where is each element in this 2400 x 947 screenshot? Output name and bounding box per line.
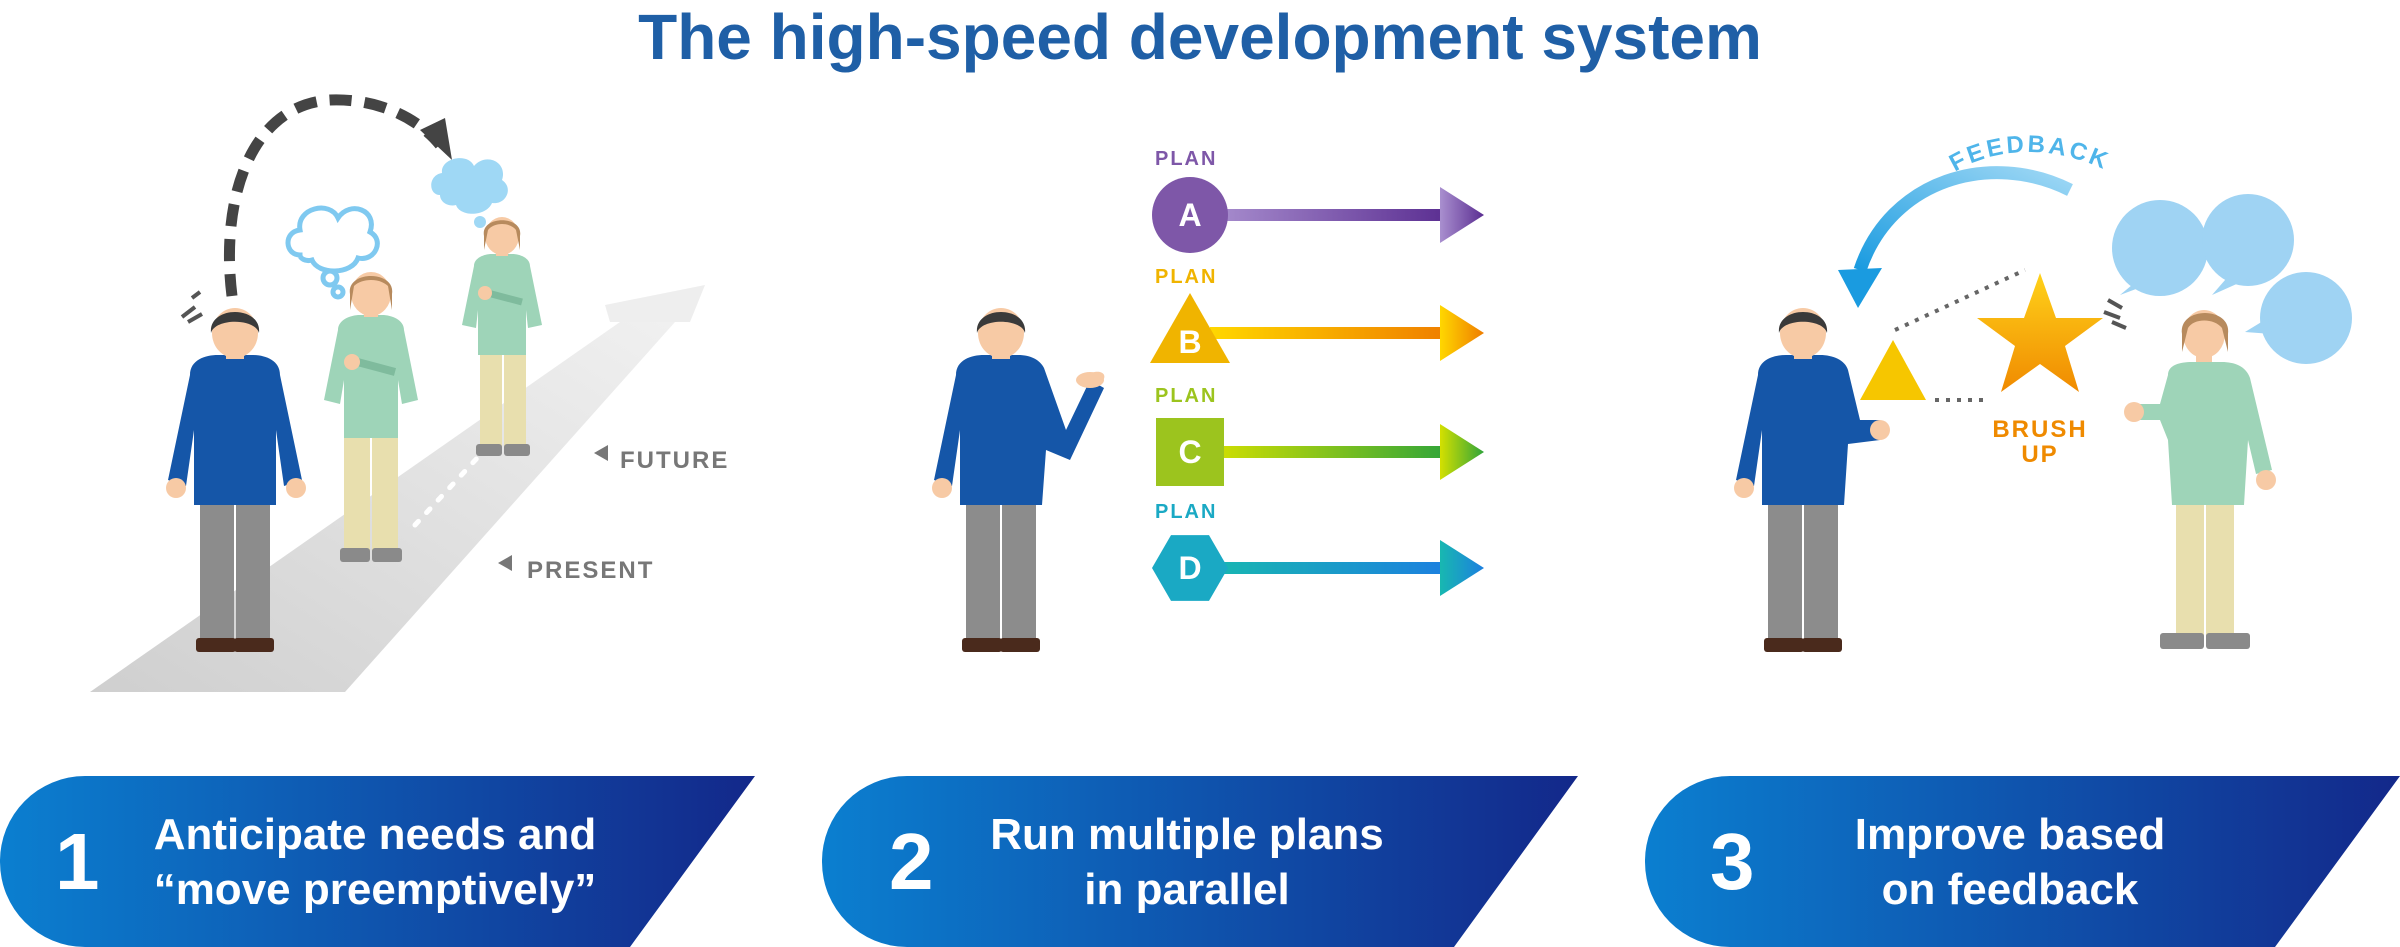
step-number: 2	[889, 817, 934, 906]
step-banner-3: 3 Improve based on feedback	[1645, 776, 2400, 947]
plan-circle-icon	[1152, 177, 1228, 253]
emphasis-marks	[180, 290, 203, 324]
speech-bubbles-icon	[2112, 194, 2352, 364]
step-text: Anticipate needs and “move preemptively”	[135, 776, 615, 947]
step-number: 3	[1710, 817, 1755, 906]
present-label: PRESENT	[527, 557, 654, 584]
star-icon	[1977, 273, 2103, 392]
step-text-line-1: Run multiple plans	[990, 809, 1384, 859]
man-feedback	[1734, 308, 1890, 652]
plan-row-a: PLAN A	[1152, 148, 1484, 253]
plan-label: PLAN	[1155, 501, 1217, 523]
woman-feedback	[2124, 310, 2276, 649]
plan-row-d: PLAN D	[1152, 501, 1484, 601]
plan-arrowhead-icon	[1440, 305, 1484, 361]
step-text-line-1: Improve based	[1854, 809, 2166, 859]
brush-up-label-1: BRUSH	[1992, 416, 2087, 443]
plan-arrowhead-icon	[1440, 424, 1484, 480]
step-text: Run multiple plans in parallel	[972, 776, 1402, 947]
step-text-line-2: “move preemptively”	[153, 864, 597, 914]
plan-label: PLAN	[1155, 385, 1217, 407]
plan-row-c: PLAN C	[1155, 385, 1484, 486]
step-text-line-2: on feedback	[1881, 864, 2139, 914]
plan-arrow-shaft	[1210, 209, 1450, 221]
banner-shape	[1645, 776, 2400, 947]
step-number: 1	[55, 817, 100, 906]
step-banner-2: 2 Run multiple plans in parallel	[822, 776, 1582, 947]
emphasis-marks	[2103, 298, 2127, 330]
plan-letter: C	[1178, 434, 1201, 470]
step-text: Improve based on feedback	[1795, 776, 2225, 947]
plan-arrowhead-icon	[1440, 187, 1484, 243]
present-pointer-icon	[498, 555, 512, 571]
path-dots	[412, 452, 483, 528]
feedback-arrowhead-icon	[1838, 268, 1882, 308]
man-presenting	[932, 308, 1105, 652]
woman-future	[462, 217, 542, 456]
woman-middle	[324, 272, 418, 562]
plan-label: PLAN	[1155, 148, 1217, 170]
plan-letter: D	[1178, 550, 1201, 586]
plan-row-b: PLAN B	[1150, 266, 1484, 363]
plan-hexagon-icon	[1152, 535, 1228, 601]
banner-shape	[0, 776, 755, 947]
dotted-link	[1894, 268, 2026, 332]
idea-triangle-icon	[1860, 340, 1926, 400]
banner-shape	[822, 776, 1578, 947]
plans-list: PLAN A PLAN B PLAN C PLAN D	[1150, 148, 1484, 601]
man-present	[166, 308, 306, 652]
plan-arrow-shaft	[1210, 562, 1450, 574]
plan-label: PLAN	[1155, 266, 1217, 288]
page-title: The high-speed development system	[638, 1, 1762, 73]
step-banner-1: 1 Anticipate needs and “move preemptivel…	[0, 776, 760, 947]
future-label: FUTURE	[620, 447, 729, 474]
plan-letter: A	[1178, 197, 1201, 233]
feedback-arrow	[1853, 166, 2073, 273]
step-text-line-1: Anticipate needs and	[153, 809, 597, 859]
plan-arrow-shaft	[1210, 327, 1450, 339]
plan-square-icon	[1156, 418, 1224, 486]
step-text-line-2: in parallel	[1084, 864, 1290, 914]
plan-arrowhead-icon	[1440, 540, 1484, 596]
anticipation-arrow	[224, 94, 445, 297]
brush-up-label-2: UP	[2021, 441, 2058, 468]
plan-arrow-shaft	[1210, 446, 1450, 458]
thought-bubble-icon	[285, 205, 380, 300]
arrowhead-icon	[420, 118, 452, 160]
plan-triangle-icon	[1150, 293, 1230, 363]
future-pointer-icon	[594, 445, 608, 461]
plan-letter: B	[1178, 324, 1201, 360]
